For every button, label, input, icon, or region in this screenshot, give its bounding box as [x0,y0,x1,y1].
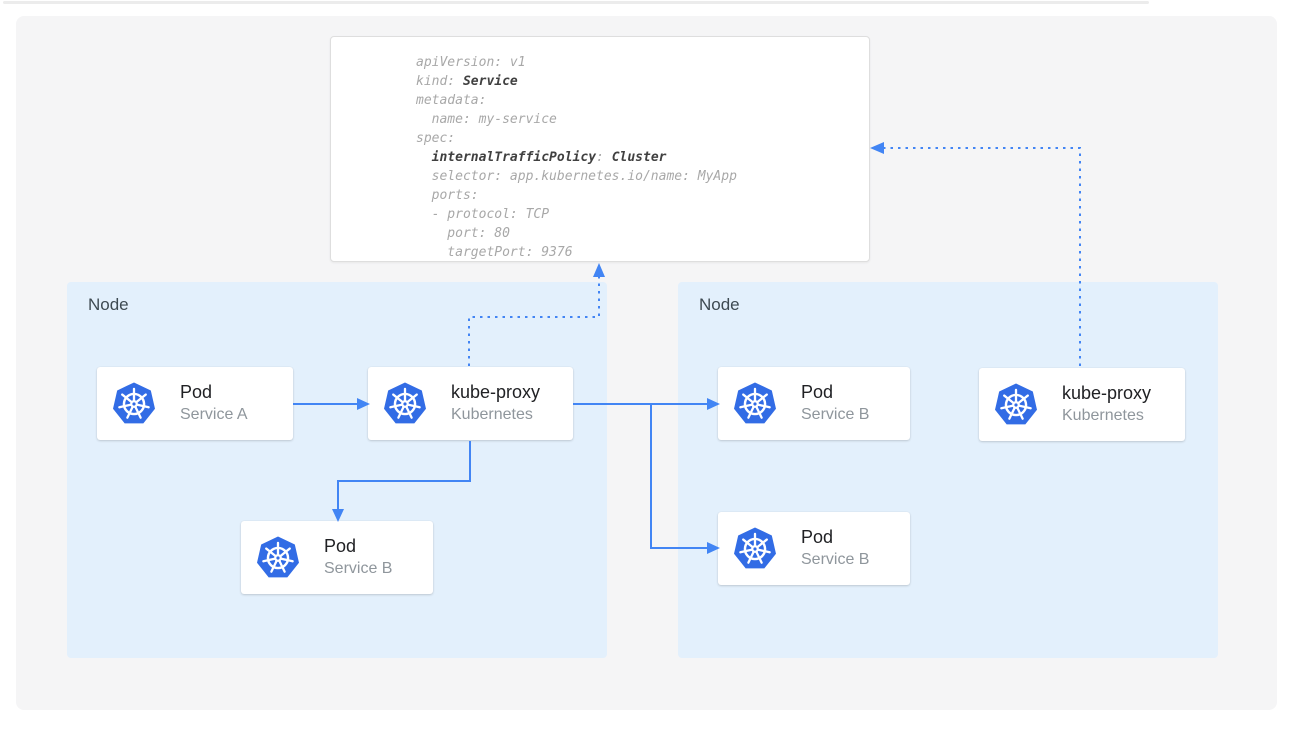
yaml-line: port: 80 [416,226,510,241]
node-label: Node [699,295,740,314]
card-title: Pod [180,382,213,402]
card-subtitle: Kubernetes [1062,407,1144,424]
kubernetes-icon [992,381,1040,429]
yaml-line: spec: [416,131,456,146]
card-subtitle: Service B [801,406,870,423]
yaml-line: - protocol: TCP [416,207,550,222]
service-yaml-manifest-card: apiVersion: v1 kind: Service metadata: n… [330,36,870,262]
card-title: Pod [324,536,357,556]
yaml-line: name: my-service [416,112,557,127]
kubernetes-icon [254,534,302,582]
kubernetes-icon [731,380,779,428]
yaml-line: ports: [416,188,479,203]
card-title: kube-proxy [1062,383,1152,403]
kubernetes-icon [110,380,158,428]
node-box-right: Node [678,282,1218,658]
yaml-line: kind: Service [416,74,518,89]
card-subtitle: Service A [180,406,248,423]
kube-proxy-right-card: kube-proxy Kubernetes [979,368,1185,441]
card-title: kube-proxy [451,382,541,402]
yaml-line: selector: app.kubernetes.io/name: MyApp [416,169,737,184]
pod-service-b-right-bottom-card: Pod Service B [718,512,910,585]
card-subtitle: Kubernetes [451,406,533,423]
node-box-left: Node [67,282,607,658]
kube-proxy-left-card: kube-proxy Kubernetes [368,367,573,440]
pod-service-a-card: Pod Service A [97,367,293,440]
page-top-divider [3,1,1149,4]
card-title: Pod [801,527,834,547]
yaml-code-block: apiVersion: v1 kind: Service metadata: n… [416,53,737,262]
card-title: Pod [801,382,834,402]
kubernetes-icon [381,380,429,428]
kubernetes-icon [731,525,779,573]
yaml-line: apiVersion: v1 [416,55,526,70]
pod-service-b-left-card: Pod Service B [241,521,433,594]
yaml-line: metadata: [416,93,487,108]
yaml-line: targetPort: 9376 [416,245,573,260]
card-subtitle: Service B [801,551,870,568]
node-label: Node [88,295,129,314]
pod-service-b-right-top-card: Pod Service B [718,367,910,440]
yaml-line: internalTrafficPolicy: Cluster [431,150,667,165]
card-subtitle: Service B [324,560,393,577]
